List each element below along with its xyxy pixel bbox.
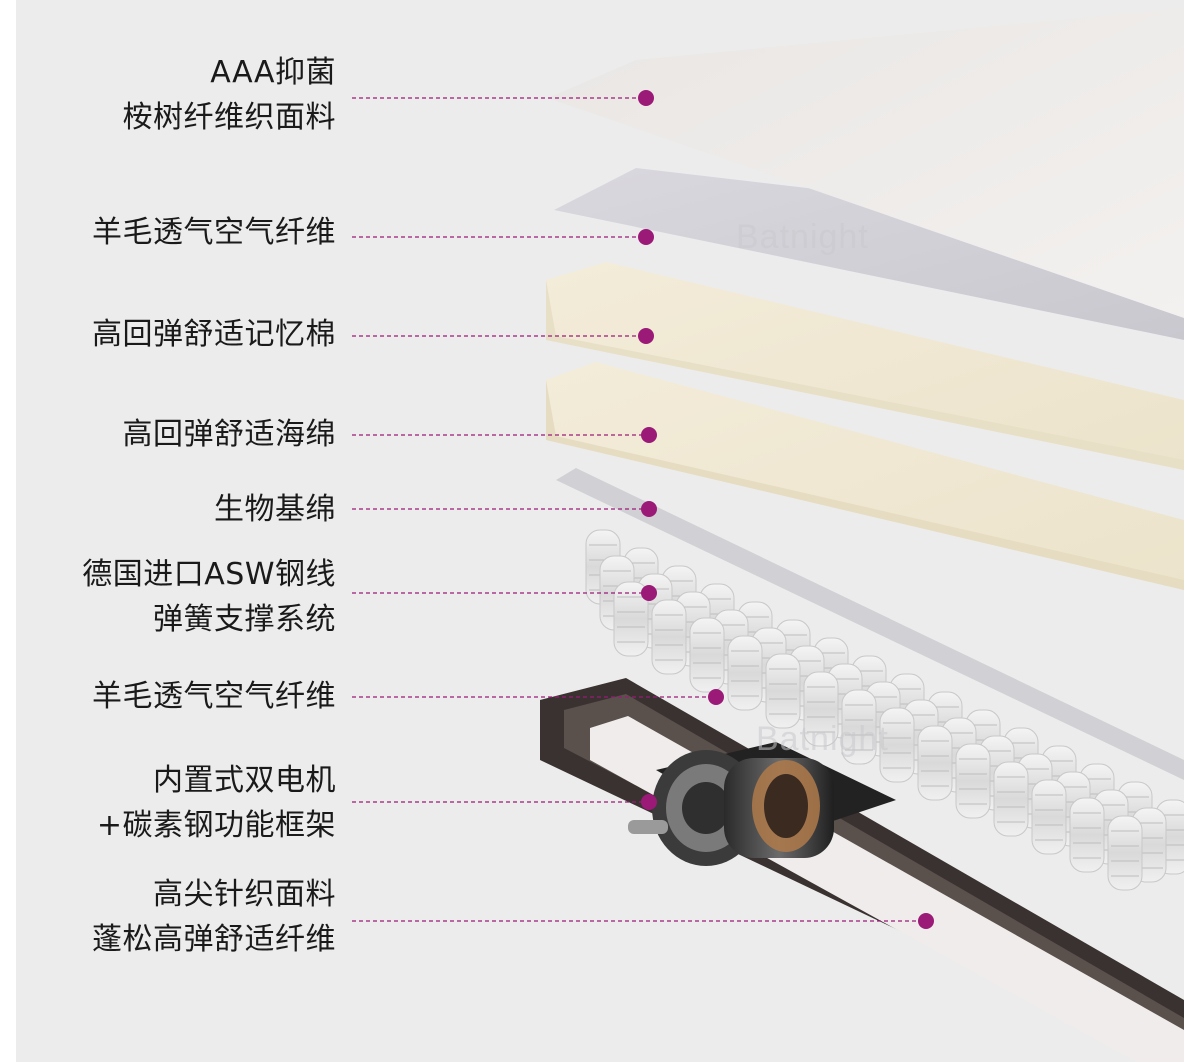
layer-label-line: +碳素钢功能框架 [96, 808, 336, 843]
leader-dot [638, 229, 654, 245]
mattress-diagram: Batnight Batnight AAA抑菌桉树纤维织面料羊毛透气空气纤维高回… [16, 0, 1184, 1062]
spring-coil [841, 689, 877, 765]
layer-label-line: 生物基绵 [214, 492, 336, 527]
layer-label: 德国进口ASW钢线弹簧支撑系统 [82, 552, 336, 642]
layer-label: 高回弹舒适记忆棉 [92, 312, 336, 357]
layer-label: 生物基绵 [214, 487, 336, 532]
leader-dot [638, 328, 654, 344]
layer-label-line: 弹簧支撑系统 [153, 602, 336, 637]
leader-dot [918, 913, 934, 929]
layer-label-line: 高回弹舒适记忆棉 [92, 317, 336, 352]
pocket-spring-layer [585, 529, 1184, 891]
layer-label: 高回弹舒适海绵 [123, 412, 337, 457]
spring-coil [1069, 797, 1105, 873]
leader-dot [641, 501, 657, 517]
spring-coil [1031, 779, 1067, 855]
leader-dot [638, 90, 654, 106]
layer-label-line: 羊毛透气空气纤维 [92, 679, 336, 714]
leader-dot [708, 689, 724, 705]
layer-label-line: 高尖针织面料 [153, 877, 336, 912]
layer-label: AAA抑菌桉树纤维织面料 [123, 50, 337, 140]
layer-label-line: 桉树纤维织面料 [122, 100, 336, 135]
layer-label: 羊毛透气空气纤维 [92, 210, 336, 255]
spring-coil [689, 617, 725, 693]
layer-label-line: 高回弹舒适海绵 [122, 417, 336, 452]
top-fabric-layer [548, 8, 1184, 318]
wool-fiber-layer [554, 168, 1184, 340]
layer-labels: AAA抑菌桉树纤维织面料羊毛透气空气纤维高回弹舒适记忆棉高回弹舒适海绵生物基绵德… [32, 0, 352, 1062]
spring-coil [917, 725, 953, 801]
spring-coil [651, 599, 687, 675]
motor-illustration [628, 742, 896, 866]
layer-label-line: 内置式双电机 [153, 763, 336, 798]
leader-dot [641, 794, 657, 810]
spring-coil [955, 743, 991, 819]
bio-foam-layer [556, 468, 1184, 780]
layer-label: 高尖针织面料蓬松高弹舒适纤维 [92, 872, 336, 962]
spring-coil [879, 707, 915, 783]
watermark-text: Batnight [736, 218, 869, 256]
spring-coil [613, 581, 649, 657]
layer-label: 羊毛透气空气纤维 [92, 674, 336, 719]
spring-coil [727, 635, 763, 711]
layer-label-line: 德国进口ASW钢线 [82, 557, 336, 592]
layer-label-line: 羊毛透气空气纤维 [92, 215, 336, 250]
spring-coil [1107, 815, 1143, 891]
spring-coil [993, 761, 1029, 837]
memory-foam-layer [546, 262, 1184, 470]
leader-dot [641, 585, 657, 601]
layer-label-line: 蓬松高弹舒适纤维 [92, 922, 336, 957]
layer-label-line: AAA抑菌 [210, 55, 336, 90]
layer-label: 内置式双电机 +碳素钢功能框架 [97, 758, 336, 848]
leader-lines [352, 90, 934, 929]
watermark-text-secondary: Batnight [756, 720, 889, 758]
spring-coil [765, 653, 801, 729]
mattress-layers-illustration [352, 8, 1184, 1062]
leader-dot [641, 427, 657, 443]
spring-coil [803, 671, 839, 747]
sponge-layer [546, 362, 1184, 590]
